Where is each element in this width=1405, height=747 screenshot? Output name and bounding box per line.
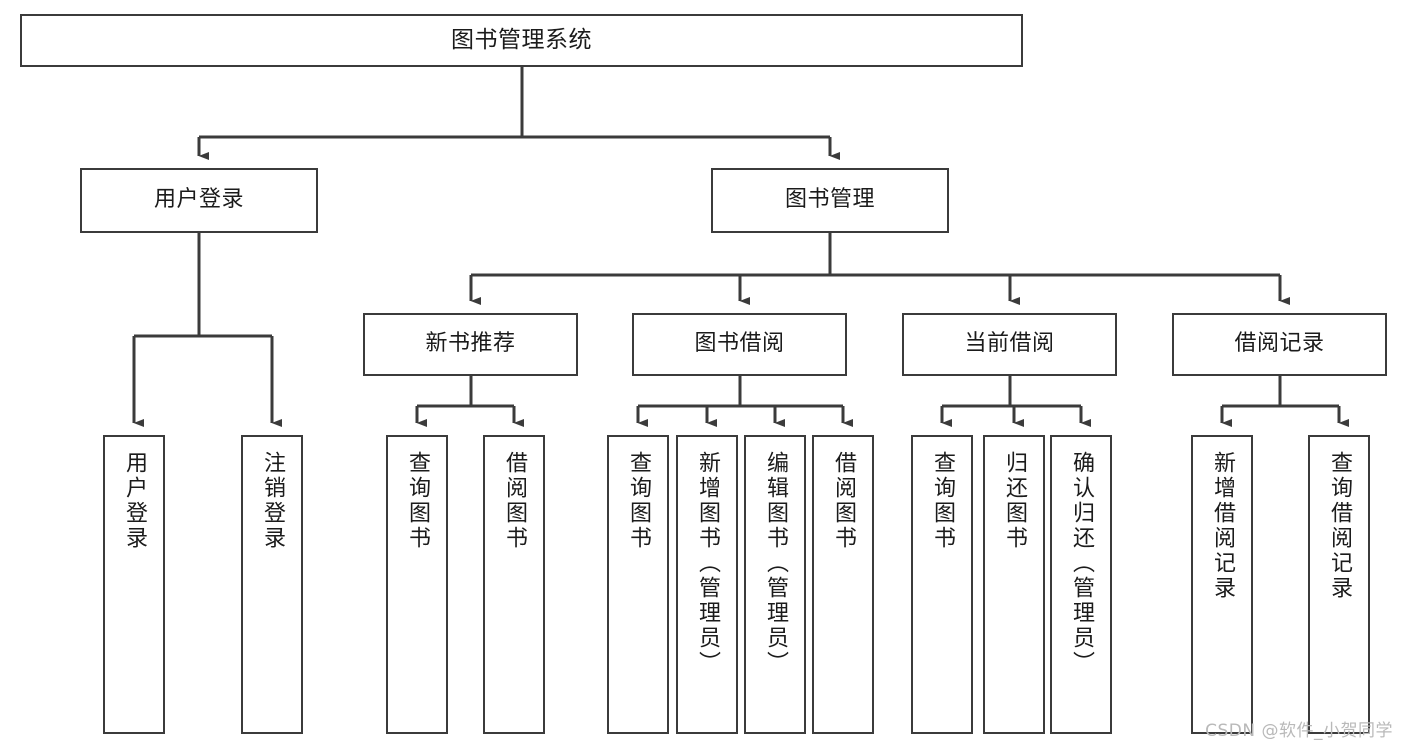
node-label: 查询借阅记录	[1327, 451, 1352, 601]
node-label: 查询图书	[405, 451, 430, 551]
node-label: 注销登录	[260, 451, 285, 551]
node-label: 新增图书（管理员）	[695, 451, 720, 676]
node-book-borrow[interactable]: 图书借阅	[632, 313, 847, 376]
node-leaf-query-book-1[interactable]: 查询图书	[386, 435, 448, 734]
node-leaf-user-logout[interactable]: 注销登录	[241, 435, 303, 734]
node-label: 确认归还（管理员）	[1069, 451, 1094, 676]
node-leaf-add-record[interactable]: 新增借阅记录	[1191, 435, 1253, 734]
node-current-borrow[interactable]: 当前借阅	[902, 313, 1117, 376]
node-leaf-query-record[interactable]: 查询借阅记录	[1308, 435, 1370, 734]
node-label: 用户登录	[153, 187, 244, 213]
node-leaf-borrow-book-2[interactable]: 借阅图书	[812, 435, 874, 734]
node-label: 编辑图书（管理员）	[763, 451, 788, 676]
node-label: 新书推荐	[425, 331, 516, 357]
node-label: 归还图书	[1002, 451, 1027, 551]
node-leaf-query-book-3[interactable]: 查询图书	[911, 435, 973, 734]
node-label: 借阅图书	[831, 451, 856, 551]
node-leaf-user-login[interactable]: 用户登录	[103, 435, 165, 734]
node-label: 图书借阅	[694, 331, 785, 357]
node-leaf-confirm-return[interactable]: 确认归还（管理员）	[1050, 435, 1112, 734]
node-label: 借阅图书	[502, 451, 527, 551]
edge-paths	[132, 67, 1350, 428]
node-label: 借阅记录	[1234, 331, 1325, 357]
node-label: 图书管理系统	[451, 26, 592, 53]
node-leaf-add-book[interactable]: 新增图书（管理员）	[676, 435, 738, 734]
node-leaf-edit-book[interactable]: 编辑图书（管理员）	[744, 435, 806, 734]
node-label: 新增借阅记录	[1210, 451, 1235, 601]
node-borrow-record[interactable]: 借阅记录	[1172, 313, 1387, 376]
node-leaf-return-book[interactable]: 归还图书	[983, 435, 1045, 734]
node-label: 当前借阅	[964, 331, 1055, 357]
node-user-login[interactable]: 用户登录	[80, 168, 318, 233]
node-leaf-query-book-2[interactable]: 查询图书	[607, 435, 669, 734]
node-leaf-borrow-book-1[interactable]: 借阅图书	[483, 435, 545, 734]
node-book-manage[interactable]: 图书管理	[711, 168, 949, 233]
node-label: 查询图书	[626, 451, 651, 551]
node-root[interactable]: 图书管理系统	[20, 14, 1023, 67]
node-label: 查询图书	[930, 451, 955, 551]
node-new-book-rec[interactable]: 新书推荐	[363, 313, 578, 376]
node-label: 图书管理	[784, 187, 875, 213]
node-label: 用户登录	[122, 451, 147, 551]
